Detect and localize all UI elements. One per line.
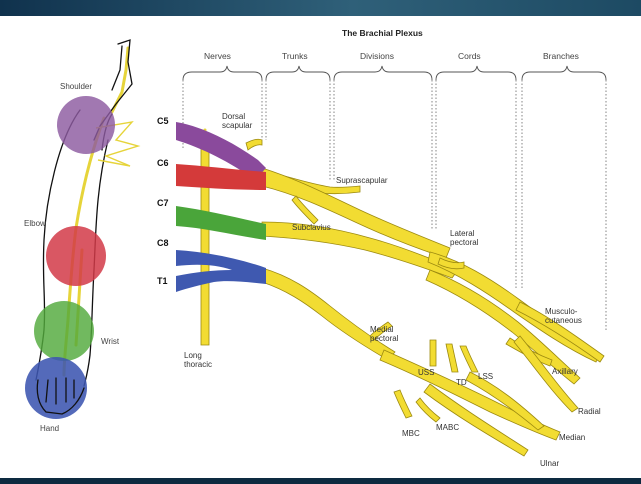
root-c7 [176, 206, 266, 240]
label-lss: LSS [478, 372, 493, 381]
column-brackets [183, 66, 606, 80]
label-suprascapular: Suprascapular [336, 176, 388, 185]
root-label-c6: C6 [157, 158, 169, 168]
label-wrist: Wrist [101, 337, 120, 346]
label-mbc: MBC [402, 429, 420, 438]
header-branches: Branches [543, 51, 579, 61]
shoulder-circle [57, 96, 115, 154]
root-label-t1: T1 [157, 276, 168, 286]
diagram-title: The Brachial Plexus [342, 28, 423, 38]
label-mabc: MABC [436, 423, 459, 432]
label-median: Median [559, 433, 585, 442]
header-divisions: Divisions [360, 51, 394, 61]
label-radial: Radial [578, 407, 601, 416]
label-ulnar: Ulnar [540, 459, 559, 468]
label-subclavius: Subclavius [292, 223, 331, 232]
header-nerves: Nerves [204, 51, 231, 61]
root-c8-t1 [176, 250, 266, 292]
label-elbow: Elbow [24, 219, 46, 228]
elbow-circle [46, 226, 106, 286]
label-shoulder: Shoulder [60, 82, 92, 91]
label-hand: Hand [40, 424, 59, 433]
label-axillary: Axillary [552, 367, 578, 376]
root-label-c7: C7 [157, 198, 169, 208]
label-td: TD [456, 378, 467, 387]
wrist-circle [34, 301, 94, 361]
root-label-c5: C5 [157, 116, 169, 126]
root-label-c8: C8 [157, 238, 169, 248]
header-cords: Cords [458, 51, 481, 61]
label-musculocutaneous: Musculo-cutaneous [545, 307, 582, 325]
footer-bar [0, 478, 641, 484]
header-trunks: Trunks [282, 51, 308, 61]
label-uss: USS [418, 368, 434, 377]
column-dividers [183, 80, 606, 330]
